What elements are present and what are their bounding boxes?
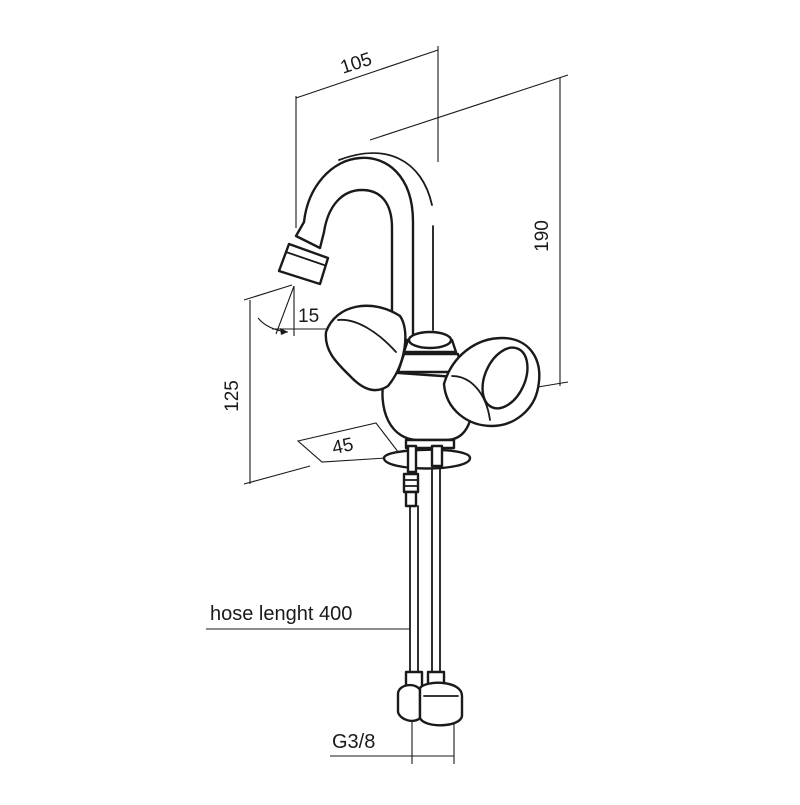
extension-line-top (369, 74, 569, 141)
thread-label: G3/8 (332, 731, 375, 753)
stud-end (404, 490, 418, 508)
dimension-spout-height: 125 (222, 284, 311, 485)
hose-left-nut (396, 683, 422, 723)
collar-top (407, 330, 453, 350)
left-handle-ridge (337, 319, 397, 353)
hose-right-nut (418, 681, 464, 727)
mounting-hardware (382, 438, 472, 508)
right-handle (442, 336, 541, 428)
dimension-label-45: 45 (330, 434, 355, 459)
spout-tube (294, 156, 415, 342)
faucet-spout (277, 152, 434, 342)
dimension-line-105 (295, 49, 439, 99)
dimension-label-105: 105 (338, 49, 375, 79)
spout-curve-highlight (338, 152, 433, 206)
dimension-swivel-angle: 15 (257, 285, 328, 336)
angle-inclined-line (275, 285, 295, 335)
hose-length-label: hose lenght 400 (210, 603, 352, 625)
threaded-rod-left (406, 444, 418, 474)
mounting-plate (382, 448, 472, 470)
dimension-total-height: 190 (369, 74, 569, 391)
angle-arrow (280, 328, 288, 335)
thread-dimension: G3/8 (330, 722, 455, 764)
mounting-nut (402, 472, 420, 494)
threaded-rod-right (430, 444, 444, 468)
left-handle-shape (324, 304, 407, 392)
aerator-ring (285, 251, 325, 266)
dimension-label-125: 125 (222, 380, 243, 412)
left-handle (324, 304, 407, 392)
extension-line-spout (243, 284, 293, 301)
hose-length-callout: hose lenght 400 (206, 603, 410, 630)
flexible-hoses (396, 467, 464, 727)
dimension-label-190: 190 (532, 220, 553, 252)
right-handle-cap (481, 346, 529, 410)
right-handle-ridge (451, 375, 491, 421)
dimension-label-15: 15 (298, 306, 319, 327)
extension-line-base (243, 465, 311, 485)
